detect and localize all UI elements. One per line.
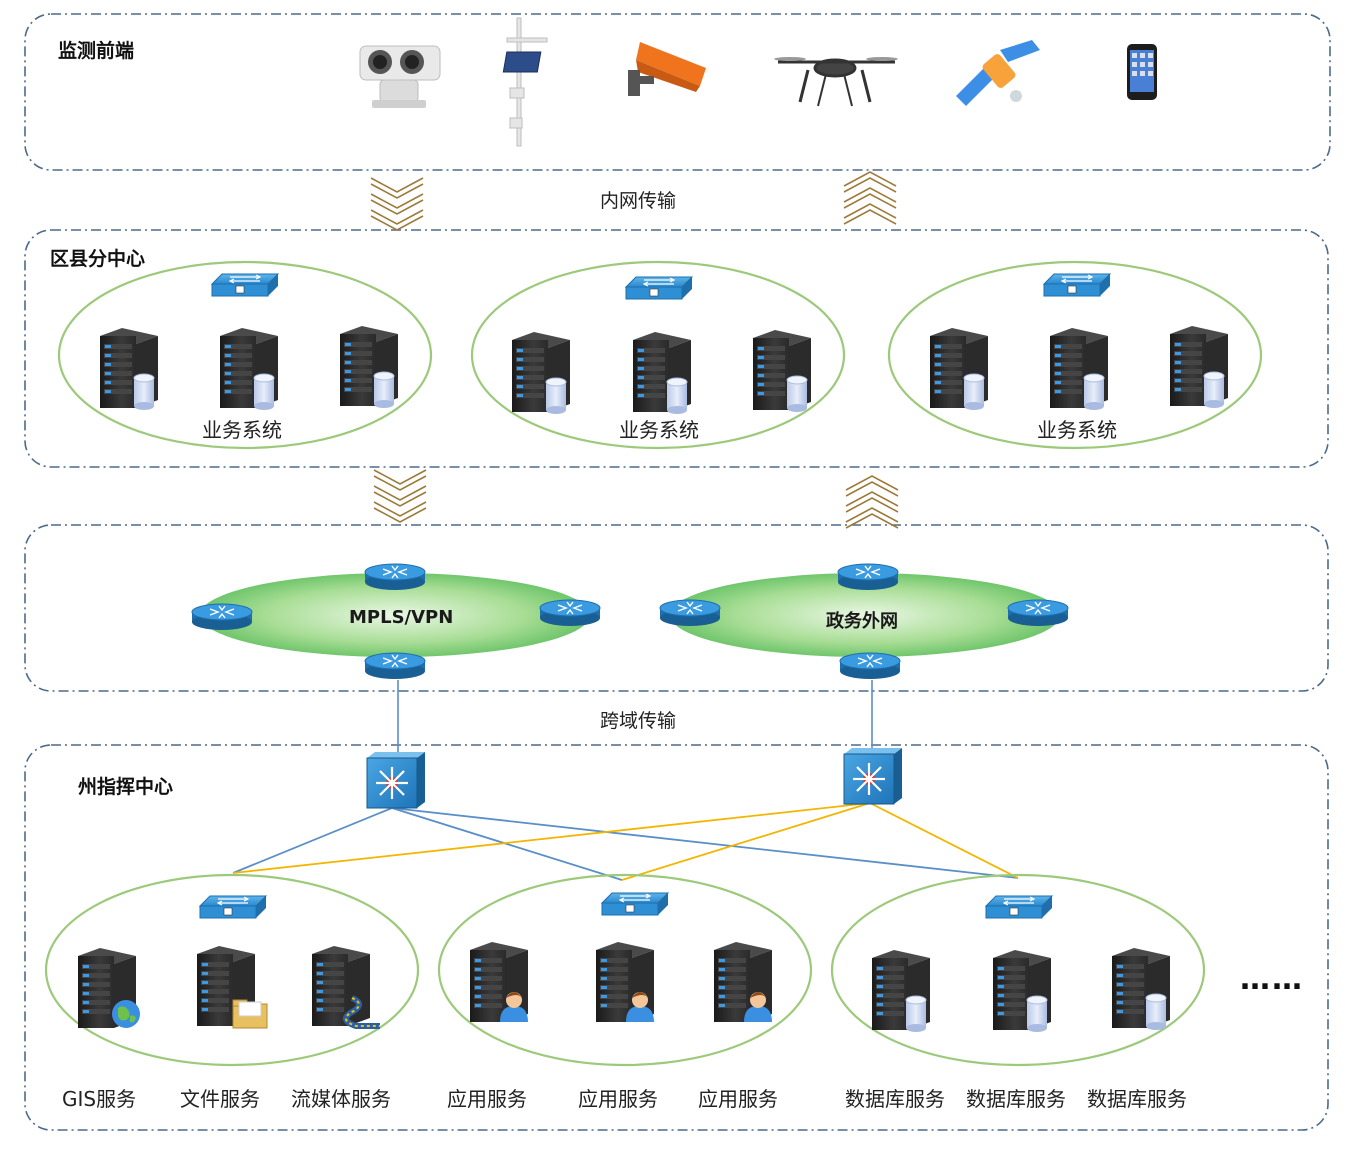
- switch-icon: [198, 895, 268, 919]
- district-group-label: 业务系统: [619, 418, 699, 442]
- gov-network-label: 政务外网: [826, 611, 898, 632]
- front-end-section: [24, 13, 1331, 171]
- mpls-cloud: [200, 573, 590, 657]
- server-icon: [197, 946, 255, 1026]
- switch-icon: [1042, 273, 1112, 297]
- network-section: [24, 524, 1329, 692]
- database-icon: [1083, 373, 1105, 410]
- service-label: GIS服务: [62, 1087, 137, 1111]
- service-label: 数据库服务: [845, 1087, 945, 1111]
- film-reel-icon: [343, 995, 380, 1029]
- service-label: 流媒体服务: [291, 1087, 391, 1111]
- service-label: 应用服务: [698, 1087, 778, 1111]
- smartphone-icon: [1127, 44, 1157, 100]
- router-icon: [837, 563, 899, 590]
- server-icon: [312, 946, 370, 1026]
- database-icon: [133, 373, 155, 410]
- cross-domain-transfer-label: 跨域传输: [600, 710, 677, 732]
- district-group-label: 业务系统: [1037, 418, 1117, 442]
- surveillance-camera-icon: [628, 42, 706, 96]
- service-label: 数据库服务: [966, 1087, 1066, 1111]
- router-icon: [659, 599, 721, 626]
- intranet-transfer-label: 内网传输: [600, 190, 677, 212]
- server-icon: [220, 328, 278, 408]
- user-icon: [500, 992, 528, 1022]
- service-label: 应用服务: [578, 1087, 658, 1111]
- district-title: 区县分中心: [50, 248, 146, 270]
- command-group-1: [44, 873, 420, 1067]
- up-arrow-icon: [845, 475, 899, 529]
- database-icon: [1026, 995, 1048, 1032]
- command-group-2: [437, 873, 813, 1067]
- weather-station-icon: [502, 17, 548, 147]
- thermal-camera-icon: [359, 45, 441, 108]
- server-icon: [512, 332, 570, 412]
- router-icon: [364, 652, 426, 679]
- server-icon: [1112, 948, 1170, 1028]
- database-icon: [786, 375, 808, 412]
- database-icon: [1203, 371, 1225, 408]
- service-label: 应用服务: [447, 1087, 527, 1111]
- service-label: 数据库服务: [1087, 1087, 1187, 1111]
- district-group-label: 业务系统: [202, 418, 282, 442]
- database-icon: [1145, 993, 1167, 1030]
- core-switch-icon: [366, 752, 425, 809]
- folder-icon: [232, 999, 268, 1029]
- service-label: 文件服务: [180, 1087, 260, 1111]
- district-group-2: [470, 260, 846, 450]
- router-icon: [1007, 599, 1069, 626]
- router-icon: [191, 603, 253, 630]
- server-icon: [100, 328, 158, 408]
- district-group-3: [887, 260, 1263, 450]
- database-icon: [545, 377, 567, 414]
- router-icon: [364, 563, 426, 590]
- mpls-vpn-label: MPLS/VPN: [349, 607, 454, 628]
- server-icon: [596, 942, 654, 1022]
- switch-icon: [624, 276, 694, 300]
- district-section: [24, 229, 1329, 468]
- router-icon: [539, 599, 601, 626]
- gov-cloud: [670, 573, 1060, 657]
- satellite-icon: [956, 40, 1040, 106]
- switch-icon: [984, 895, 1054, 919]
- core-switch-icon: [843, 748, 902, 805]
- database-icon: [253, 373, 275, 410]
- down-arrow-icon: [370, 177, 424, 231]
- up-arrow-icon: [843, 171, 897, 225]
- command-section: [24, 744, 1329, 1131]
- switch-icon: [600, 892, 670, 916]
- more-indicator: ……: [1240, 962, 1304, 997]
- database-icon: [373, 371, 395, 408]
- user-icon: [626, 992, 654, 1022]
- front-end-title: 监测前端: [58, 40, 135, 62]
- switch-icon: [210, 273, 280, 297]
- command-group-3: [830, 873, 1206, 1067]
- database-icon: [666, 377, 688, 414]
- database-icon: [905, 995, 927, 1032]
- drone-icon: [774, 57, 898, 107]
- command-title: 州指挥中心: [78, 776, 174, 798]
- user-icon: [744, 992, 772, 1022]
- down-arrow-icon: [373, 469, 427, 523]
- router-icon: [839, 652, 901, 679]
- district-group-1: [57, 260, 433, 450]
- server-icon: [993, 950, 1051, 1030]
- globe-icon: [112, 1000, 140, 1028]
- database-icon: [963, 373, 985, 410]
